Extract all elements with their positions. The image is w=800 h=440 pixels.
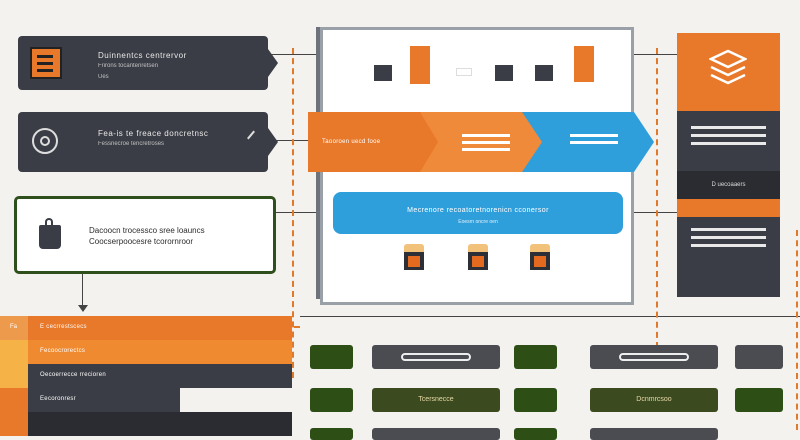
right-panel-label: D uecoaaers bbox=[677, 171, 780, 199]
dashed-guide bbox=[656, 48, 658, 348]
server-stack-icon bbox=[30, 47, 62, 79]
grid-cell bbox=[372, 428, 500, 440]
process-bar-subtitle: Eoesrn oncre oen bbox=[458, 219, 498, 225]
process-bar[interactable]: Mecrenore recoatoretnorenicn cconersor E… bbox=[333, 192, 623, 234]
legend-bar-3[interactable]: Oecoerrecce rrecioren bbox=[0, 364, 292, 388]
capsule-icon bbox=[619, 353, 689, 361]
dashed-guide bbox=[796, 230, 798, 430]
node-square bbox=[456, 68, 472, 76]
stack-cube-icon bbox=[709, 49, 747, 85]
card-subtitle: Coocserpoocesre tcorornroor bbox=[89, 237, 194, 246]
legend-tab: Fa bbox=[10, 324, 18, 330]
database-icon bbox=[404, 244, 424, 270]
right-panel-list bbox=[677, 111, 780, 171]
grid-cell bbox=[514, 428, 557, 440]
right-panel-list-2 bbox=[677, 217, 780, 297]
connector-line bbox=[300, 316, 800, 317]
legend-label: Oecoerrecce rrecioren bbox=[40, 372, 106, 378]
grid-cell bbox=[310, 428, 353, 440]
info-card-3[interactable]: Dacoocn trocessco sree loauncs Coocserpo… bbox=[14, 196, 276, 274]
pencil-icon bbox=[247, 130, 255, 140]
connector-line bbox=[82, 268, 83, 310]
grid-pill-text: Dcnmrcsoo bbox=[636, 396, 672, 403]
card-subtitle: Frirons tocantenretsen bbox=[98, 63, 159, 69]
legend-bar-4[interactable]: Eecoronresr bbox=[0, 388, 180, 412]
node-square bbox=[495, 65, 513, 81]
chevron-step-1 bbox=[308, 112, 444, 172]
grid-capsule-cell[interactable] bbox=[590, 345, 718, 369]
bag-icon bbox=[39, 218, 61, 249]
node-square bbox=[374, 65, 392, 81]
dashed-guide bbox=[292, 48, 294, 378]
card-title: Fea-is te freace doncretnsc bbox=[98, 129, 209, 138]
grid-pill-text: Tcersnecce bbox=[418, 396, 454, 403]
card-title: Duinnentcs centrervor bbox=[98, 51, 187, 60]
legend-bar-2[interactable]: Fecoocrorectcs bbox=[0, 340, 292, 364]
process-bar-title: Mecrenore recoatoretnorenicn cconersor bbox=[407, 207, 549, 214]
grid-cell[interactable] bbox=[735, 345, 783, 369]
grid-cell bbox=[590, 428, 718, 440]
legend-bar-1[interactable]: Fa E cecrrestscecs bbox=[0, 316, 292, 340]
right-panel-top bbox=[677, 33, 780, 111]
connector-line bbox=[270, 140, 320, 141]
chevron-flow bbox=[308, 112, 654, 172]
card-extra: Ues bbox=[98, 74, 109, 80]
connector-line bbox=[270, 212, 334, 213]
node-square bbox=[535, 65, 553, 81]
connector-line bbox=[628, 212, 678, 213]
legend-label: Fecoocrorectcs bbox=[40, 348, 86, 354]
node-square bbox=[574, 46, 594, 82]
grid-pill-2[interactable]: Dcnmrcsoo bbox=[590, 388, 718, 412]
database-icon bbox=[530, 244, 550, 270]
card-title: Dacoocn trocessco sree loauncs bbox=[89, 226, 205, 235]
database-icon bbox=[468, 244, 488, 270]
node-square bbox=[410, 46, 430, 84]
grid-capsule-cell[interactable] bbox=[372, 345, 500, 369]
legend-label: Eecoronresr bbox=[40, 396, 76, 402]
right-panel-orange bbox=[677, 199, 780, 217]
info-card-2[interactable]: Fea-is te freace doncretnsc Fessnecroe t… bbox=[18, 112, 278, 172]
card-subtitle: Fessnecroe tencretroses bbox=[98, 141, 165, 147]
grid-cell[interactable] bbox=[735, 388, 783, 412]
capsule-icon bbox=[401, 353, 471, 361]
grid-cell[interactable] bbox=[310, 345, 353, 369]
grid-pill-1[interactable]: Tcersnecce bbox=[372, 388, 500, 412]
right-panel-label-text: D uecoaaers bbox=[711, 182, 746, 188]
connector-line bbox=[628, 54, 678, 55]
legend-bar-5 bbox=[0, 412, 292, 436]
flow-step-text: Taooroen uecd fooe bbox=[322, 139, 381, 145]
grid-cell[interactable] bbox=[310, 388, 353, 412]
arrow-down-icon bbox=[78, 305, 88, 312]
info-card-1[interactable]: Duinnentcs centrervor Frirons tocantenre… bbox=[18, 36, 278, 90]
grid-cell[interactable] bbox=[514, 345, 557, 369]
connector-line bbox=[270, 54, 320, 55]
legend-label: E cecrrestscecs bbox=[40, 324, 87, 330]
grid-cell[interactable] bbox=[514, 388, 557, 412]
gear-cloud-icon bbox=[32, 128, 58, 154]
